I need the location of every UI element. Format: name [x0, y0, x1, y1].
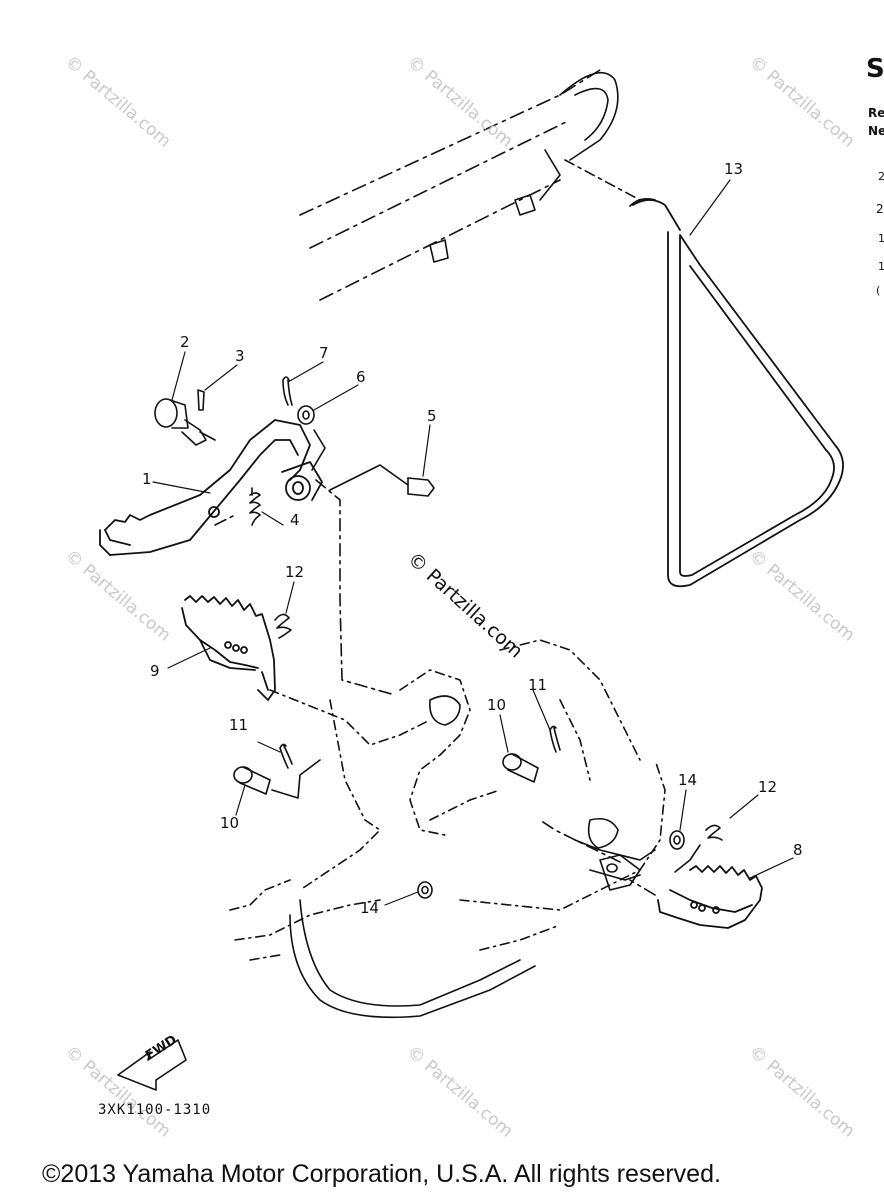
- header-digit: 2: [876, 202, 884, 216]
- callout-1: 1: [142, 470, 152, 488]
- pin-10-left: [233, 766, 271, 795]
- screw-3: [197, 389, 205, 411]
- spring-12-left: [274, 613, 292, 639]
- side-stand: [629, 197, 844, 588]
- fwd-arrow: [117, 1039, 187, 1091]
- leader-stand: [564, 159, 641, 201]
- callout-4: 4: [290, 511, 300, 529]
- washer-14-bottom: [417, 881, 433, 899]
- spring-12-right: [705, 824, 723, 841]
- callout-6: 6: [356, 368, 366, 386]
- brake-pedal: [99, 419, 323, 556]
- callout-5: 5: [427, 407, 437, 425]
- frame-body: [229, 639, 666, 961]
- header-line-2: Ne: [868, 124, 884, 138]
- leader-pin-left: [271, 759, 321, 799]
- pivot-bolt: [154, 398, 216, 446]
- pin-10-right: [502, 753, 539, 783]
- header-line-1: Re: [868, 106, 884, 120]
- centerline-leaders: [214, 479, 656, 896]
- callout-3: 3: [235, 347, 245, 365]
- return-spring: [249, 487, 261, 526]
- callout-7: 7: [319, 344, 329, 362]
- callout-2: 2: [180, 333, 190, 351]
- cotter-pin-11-right: [549, 725, 561, 753]
- header-digit: (: [876, 284, 881, 297]
- frame-tube: [289, 695, 656, 1019]
- callout-14: 14: [678, 771, 698, 789]
- callout-9: 9: [150, 662, 160, 680]
- diagram-code: 3XK1100-1310: [98, 1102, 212, 1118]
- header-digit: 1: [878, 260, 884, 273]
- leader-spring-right: [674, 844, 701, 873]
- callout-12: 12: [285, 563, 305, 581]
- cotter-pin-11-left: [279, 743, 293, 769]
- footpeg-right: [657, 865, 763, 929]
- callout-11: 11: [528, 676, 548, 694]
- callout-10: 10: [220, 814, 240, 832]
- bolt-5: [407, 477, 435, 497]
- frame-rail: [299, 69, 601, 301]
- washer-6: [297, 405, 315, 425]
- frame-bracket: [599, 854, 641, 891]
- header-letter: S: [866, 54, 884, 84]
- cotter-pin-7: [282, 376, 293, 406]
- callout-leaders: [152, 179, 794, 906]
- leader-bolt-5: [329, 464, 409, 491]
- frame-rail-end: [429, 71, 619, 263]
- washer-14-right: [669, 830, 685, 850]
- callout-13: 13: [724, 160, 744, 178]
- header-digit: 1: [878, 232, 884, 245]
- callout-10: 10: [487, 696, 507, 714]
- callout-14: 14: [360, 899, 380, 917]
- copyright-notice: ©2013 Yamaha Motor Corporation, U.S.A. A…: [42, 1160, 721, 1188]
- callout-11: 11: [229, 716, 249, 734]
- leader-washer: [311, 429, 326, 471]
- header-digit: 2: [878, 170, 884, 183]
- callout-12: 12: [758, 778, 778, 796]
- callout-8: 8: [793, 841, 803, 859]
- footpeg-left: [181, 595, 276, 701]
